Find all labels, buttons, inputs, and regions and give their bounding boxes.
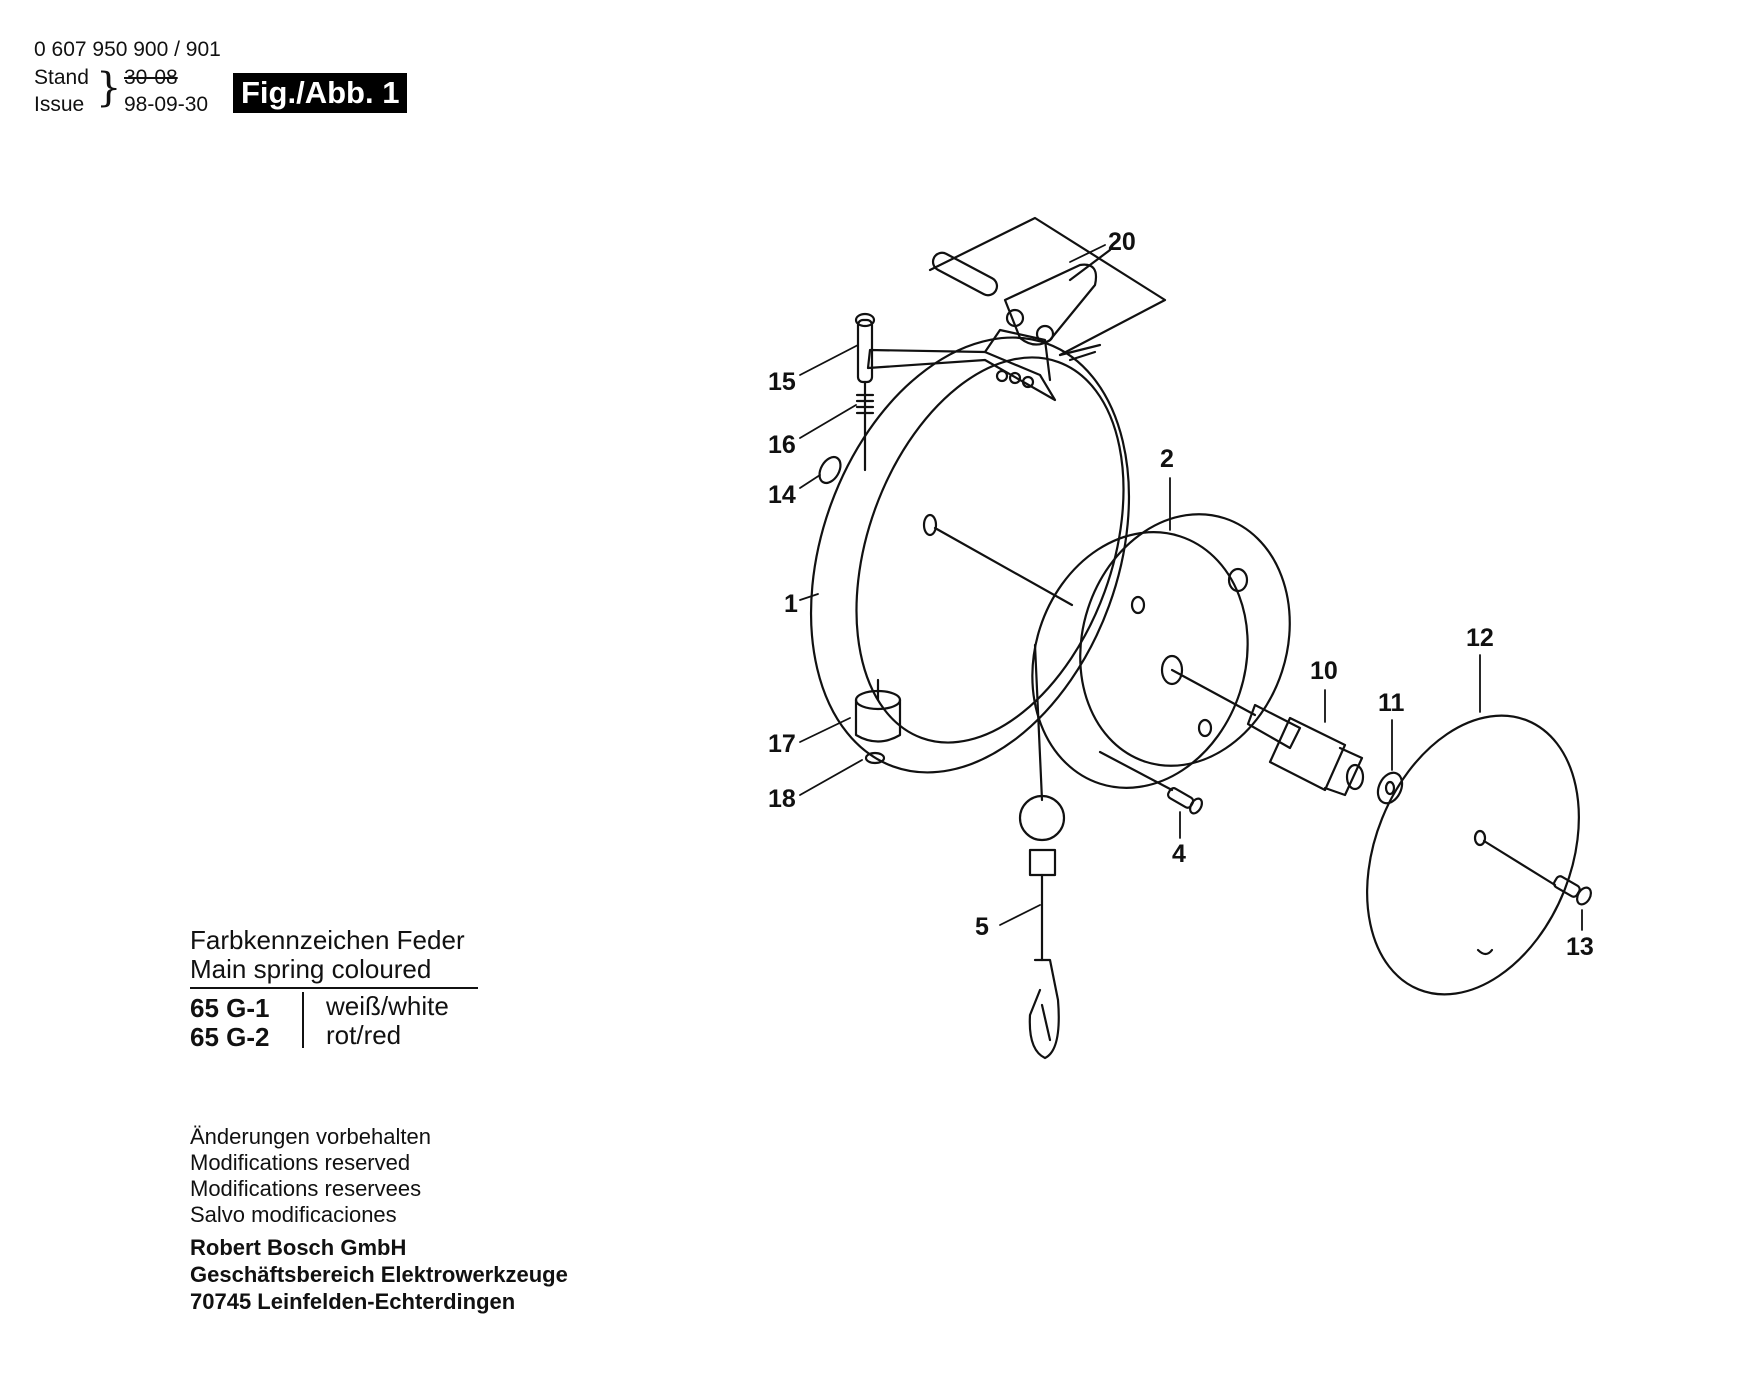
drum-disc-2: [1031, 513, 1291, 792]
legend-code-1: 65 G-1: [190, 993, 270, 1023]
stand-label: Stand: [34, 66, 89, 89]
legend-title-de: Farbkennzeichen Feder: [190, 925, 465, 955]
callout-17: 17: [768, 730, 796, 758]
callout-numbers: 20 15 16 14 1 2 17 18 10 11 12 4 13 5: [768, 228, 1594, 961]
callout-12: 12: [1466, 624, 1494, 652]
company-address: 70745 Leinfelden-Echterdingen: [190, 1289, 516, 1314]
callout-14: 14: [768, 481, 796, 509]
legend-title-en: Main spring coloured: [190, 954, 432, 984]
note-es: Salvo modificaciones: [190, 1202, 397, 1227]
callout-15: 15: [768, 368, 796, 396]
company-name: Robert Bosch GmbH: [190, 1235, 407, 1260]
callout-20: 20: [1108, 228, 1136, 256]
callout-11: 11: [1378, 689, 1405, 717]
screw-13: [1552, 875, 1592, 906]
modification-notes: Änderungen vorbehalten Modifications res…: [190, 1124, 431, 1228]
screw-15: [854, 312, 876, 384]
legend-color-2: rot/red: [326, 1020, 402, 1050]
callout-1: 1: [784, 590, 798, 618]
callout-leaders: [799, 244, 1583, 931]
old-date: 30-08: [124, 66, 178, 89]
washer-11: [1376, 771, 1404, 805]
issue-label: Issue: [34, 93, 85, 116]
note-en: Modifications reserved: [190, 1150, 411, 1175]
note-fr: Modifications reservees: [190, 1176, 422, 1201]
figure-label: Fig./Abb. 1: [233, 73, 408, 113]
callout-4: 4: [1172, 840, 1186, 868]
company-division: Geschäftsbereich Elektrowerkzeuge: [190, 1262, 568, 1287]
company-block: Robert Bosch GmbH Geschäftsbereich Elekt…: [190, 1234, 568, 1315]
cover-12: [1366, 714, 1580, 996]
issue-date: 98-09-30: [124, 93, 209, 116]
legend-code-2: 65 G-2: [190, 1022, 270, 1052]
cable-assembly-5: [1018, 643, 1066, 1060]
housing-ring-1: [809, 328, 1131, 774]
callout-10: 10: [1310, 657, 1338, 685]
spring-16: [855, 380, 875, 472]
clip-14: [818, 455, 842, 485]
callout-16: 16: [768, 431, 796, 459]
part-number: 0 607 950 900 / 901: [34, 38, 221, 61]
note-de: Änderungen vorbehalten: [190, 1124, 431, 1149]
callout-5: 5: [975, 913, 989, 941]
callout-13: 13: [1566, 933, 1594, 961]
buffer-17: [854, 678, 902, 743]
callout-2: 2: [1160, 445, 1174, 473]
legend-color-1: weiß/white: [326, 991, 449, 1021]
legend-rule: [190, 987, 478, 989]
screw-4: [1166, 787, 1203, 815]
axle-10: [1246, 703, 1365, 797]
legend-separator: [302, 992, 304, 1048]
brace-icon: }: [96, 65, 122, 111]
callout-18: 18: [768, 785, 796, 813]
washer-18: [864, 751, 886, 765]
